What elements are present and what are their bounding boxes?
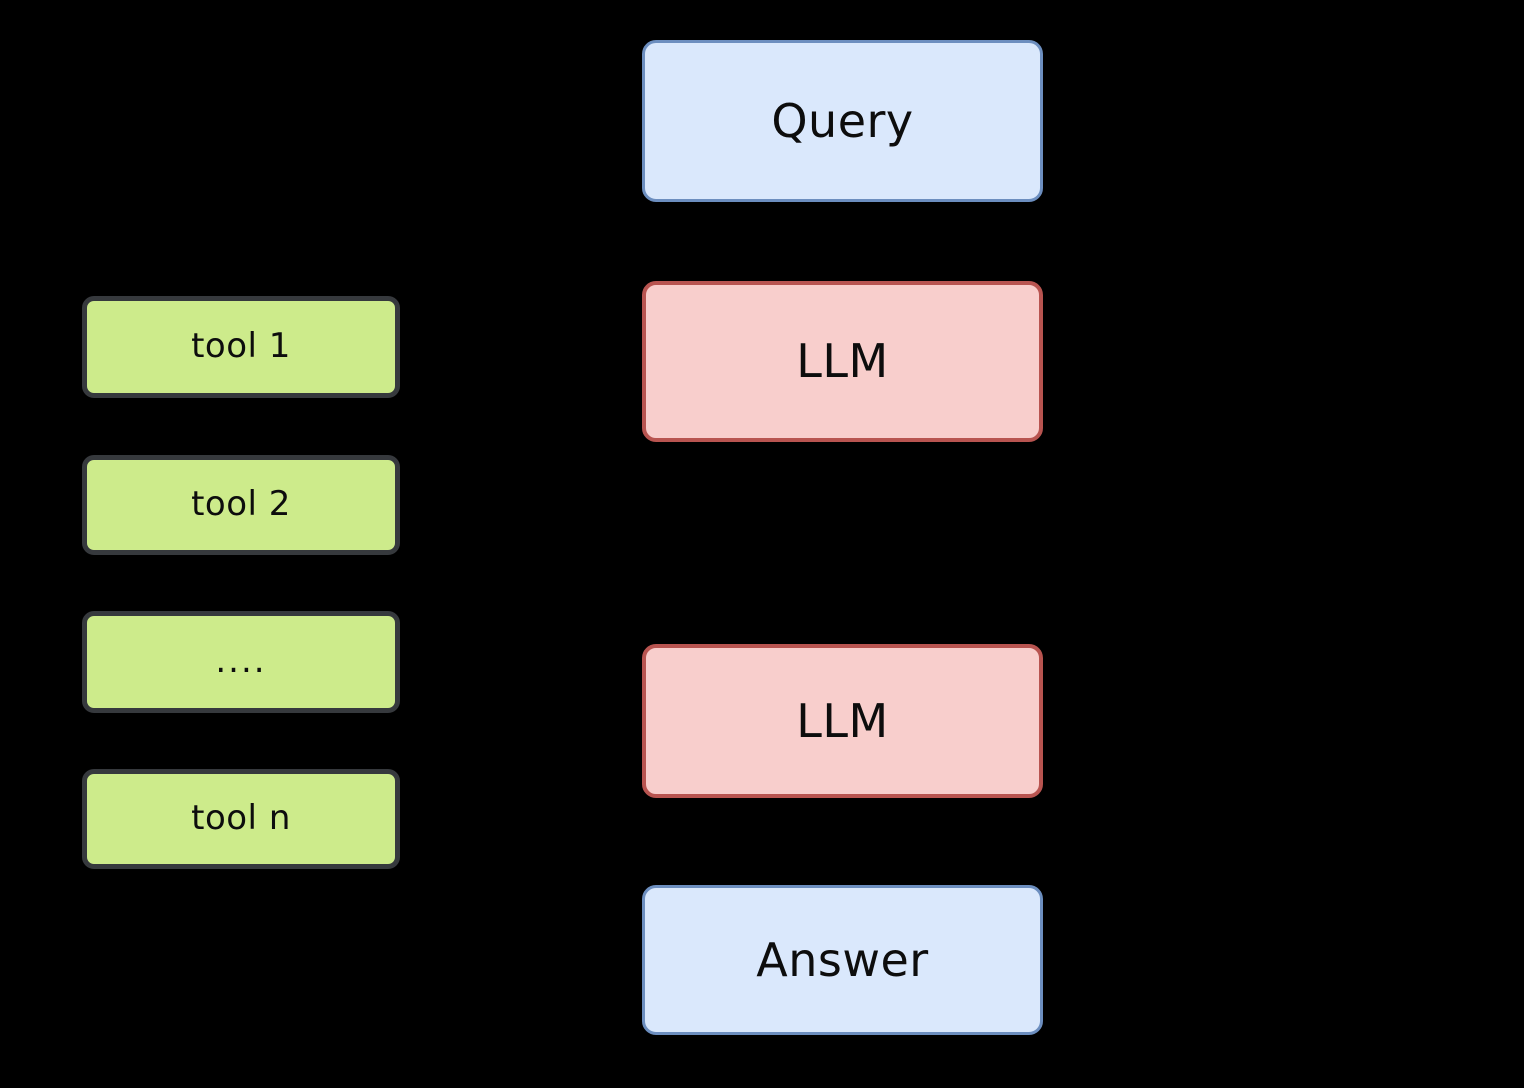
node-answer-label: Answer	[756, 932, 929, 987]
node-llm-first[interactable]: LLM	[642, 281, 1043, 442]
node-tool-ellipsis-label: ....	[215, 641, 267, 682]
node-tool-1[interactable]: tool 1	[82, 296, 400, 398]
node-llm-first-label: LLM	[796, 334, 889, 389]
node-tool-2-label: tool 2	[191, 484, 291, 525]
node-query-label: Query	[771, 93, 914, 148]
node-tool-ellipsis[interactable]: ....	[82, 611, 400, 713]
node-tool-2[interactable]: tool 2	[82, 455, 400, 555]
node-tool-1-label: tool 1	[191, 326, 291, 367]
node-query[interactable]: Query	[642, 40, 1043, 202]
node-llm-second[interactable]: LLM	[642, 644, 1043, 798]
node-tool-n-label: tool n	[191, 798, 291, 839]
node-tool-n[interactable]: tool n	[82, 769, 400, 869]
node-answer[interactable]: Answer	[642, 885, 1043, 1035]
node-llm-second-label: LLM	[796, 693, 889, 748]
